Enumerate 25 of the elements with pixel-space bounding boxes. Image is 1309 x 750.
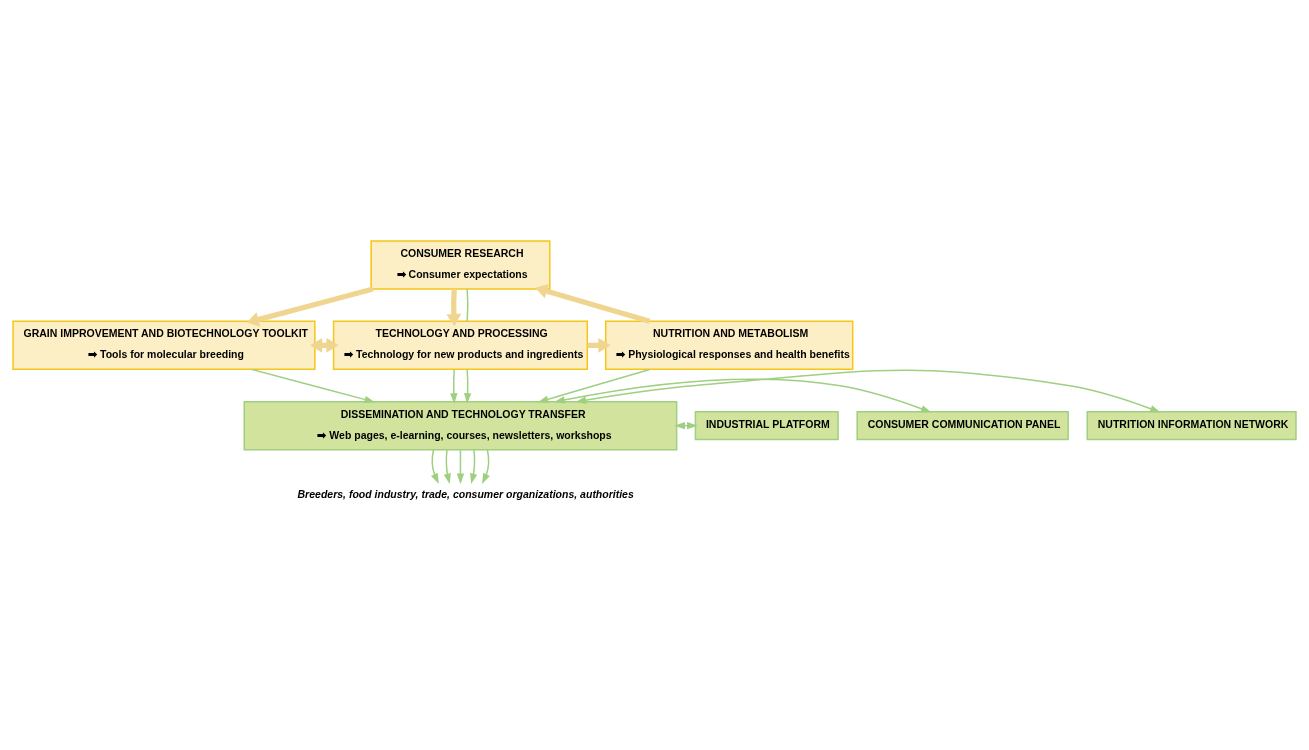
arrow [246,286,374,327]
node-box: INDUSTRIAL PLATFORM [694,411,839,441]
arrow [537,368,651,403]
arrow [443,449,451,485]
arrow [450,368,458,404]
node-box: CONSUMER RESEARCH ➡ Consumer expectations [370,240,551,290]
arrow [456,449,465,485]
arrow [310,337,339,353]
node-box: DISSEMINATION AND TECHNOLOGY TRANSFER ➡ Web pages, e-learning, courses, newsletters, workshops [243,400,678,451]
arrow [463,368,472,404]
arrow [446,289,462,327]
node-box: CONSUMER COMMUNICATION PANEL [856,411,1069,441]
node-text: Breeders, food industry, trade, consumer organizations, authorities [297,487,634,500]
node-box: GRAIN IMPROVEMENT AND BIOTECHNOLOGY TOOLKIT ➡ Tools for molecular breeding [12,320,316,371]
connector [466,288,469,322]
arrow [431,449,439,484]
arrow [482,449,490,484]
arrow [575,369,1161,413]
node-box: NUTRITION INFORMATION NETWORK [1086,411,1297,441]
node-box: TECHNOLOGY AND PROCESSING ➡ Technology for new products and ingredients [332,320,589,371]
arrow [535,283,651,324]
arrow [554,378,932,413]
arrow [470,449,478,485]
arrow [250,368,375,404]
node-box: NUTRITION AND METABOLISM ➡ Physiological responses and health benefits [604,320,854,371]
